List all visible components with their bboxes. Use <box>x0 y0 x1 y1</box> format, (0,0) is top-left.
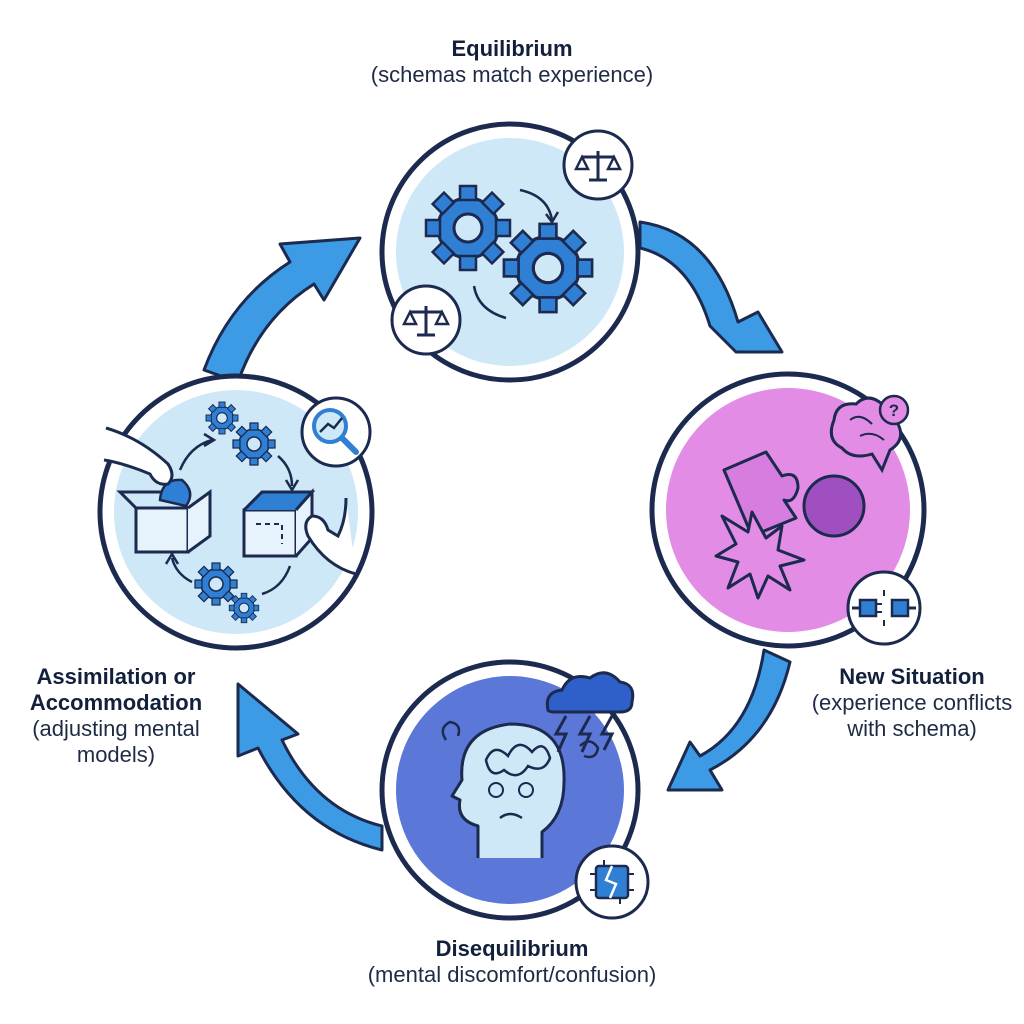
adaptation-subtitle: (adjusting mental models) <box>32 715 200 767</box>
arrow-equilibrium-to-new-situation <box>638 220 784 354</box>
small-gear-icon <box>228 592 260 624</box>
scale-badge <box>390 284 462 356</box>
gear-icon <box>194 562 238 606</box>
brain-question-icon: ? <box>829 394 910 474</box>
confused-head-icon <box>441 720 600 858</box>
curved-arrow-icon <box>178 438 213 471</box>
disequilibrium-node <box>379 659 650 921</box>
magnifier-badge <box>300 396 372 468</box>
adaptation-label: Assimilation or Accommodation (adjusting… <box>0 664 232 768</box>
equilibrium-subtitle: (schemas match experience) <box>370 61 654 87</box>
circle-shape-icon <box>802 474 866 538</box>
arrow-disequilibrium-to-adaptation <box>236 682 384 852</box>
gear-icon <box>424 184 512 272</box>
storm-cloud-icon <box>545 671 635 753</box>
magnifying-glass-trend-icon <box>312 408 359 455</box>
open-box-icon <box>116 478 212 554</box>
new-situation-node: ? <box>649 371 927 649</box>
disequilibrium-title: Disequilibrium <box>435 936 589 961</box>
small-gear-icon <box>205 401 239 435</box>
disequilibrium-label: Disequilibrium (mental discomfort/confus… <box>262 936 762 988</box>
arrow-adaptation-to-equilibrium <box>202 236 362 384</box>
unplugged-connector-icon <box>852 590 916 626</box>
lightning-bolt-icon <box>553 715 569 753</box>
svg-text:?: ? <box>889 401 899 420</box>
cycle-arrows <box>202 220 792 852</box>
equilibrium-label: Equilibrium (schemas match experience) <box>262 36 762 88</box>
broken-chip-icon <box>590 860 634 904</box>
scale-badge <box>562 129 634 201</box>
cycle-arrow-icon <box>519 188 554 221</box>
curved-arrow-icon <box>170 557 193 584</box>
curved-arrow-icon <box>261 565 292 596</box>
equilibrium-node <box>379 121 641 383</box>
hand-icon <box>304 497 357 576</box>
plug-badge <box>846 570 922 646</box>
adaptation-node <box>97 373 375 651</box>
new-situation-subtitle: (experience conflicts with schema) <box>811 689 1013 741</box>
disequilibrium-subtitle: (mental discomfort/confusion) <box>367 961 657 987</box>
circuit-badge <box>574 844 650 920</box>
clash-burst-icon <box>714 510 806 600</box>
puzzle-piece-icon <box>722 450 800 538</box>
adaptation-title: Assimilation or Accommodation <box>29 664 203 715</box>
arrow-new-situation-to-disequilibrium <box>666 648 792 792</box>
new-situation-label: New Situation (experience conflicts with… <box>800 664 1024 742</box>
gear-icon <box>502 222 594 314</box>
new-situation-title: New Situation <box>839 664 985 689</box>
reshaped-box-icon <box>242 488 316 558</box>
curved-arrow-icon <box>277 455 294 487</box>
hand-icon <box>103 426 174 486</box>
gear-icon <box>232 422 276 466</box>
equilibrium-title: Equilibrium <box>451 36 573 61</box>
